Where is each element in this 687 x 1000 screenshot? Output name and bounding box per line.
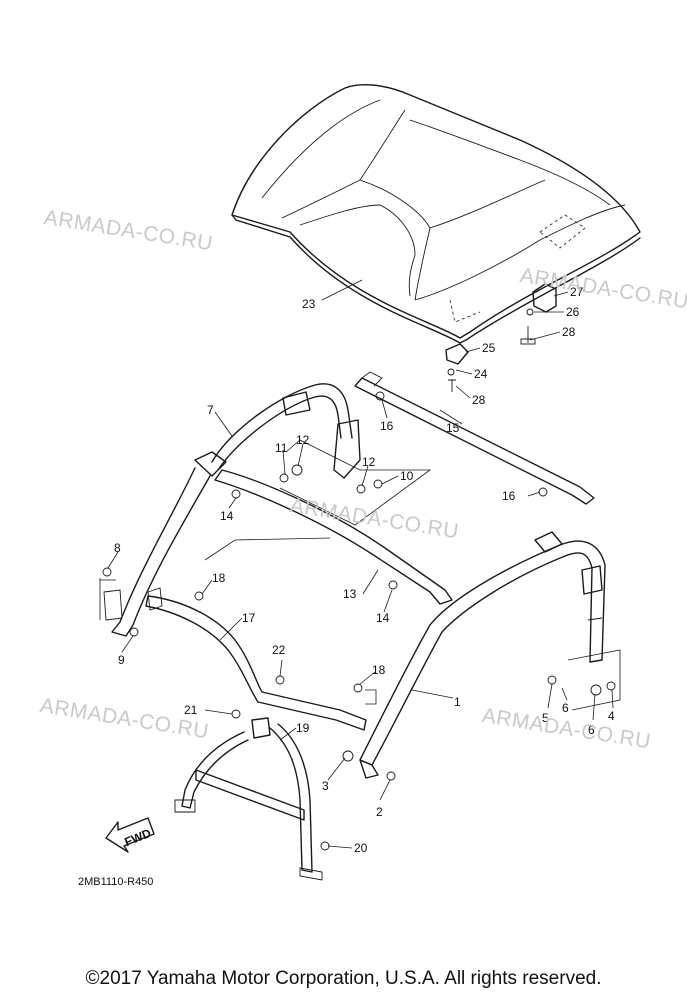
callout-label: 14 — [220, 509, 234, 523]
mid-cross-bar — [214, 469, 453, 605]
leader-lines — [107, 279, 614, 849]
callout-label: 14 — [376, 611, 390, 625]
callout-label: 18 — [372, 663, 386, 677]
callout-label: 10 — [400, 469, 414, 483]
callout-label: 19 — [296, 721, 310, 735]
copyright-notice: ©2017 Yamaha Motor Corporation, U.S.A. A… — [85, 968, 602, 989]
callout-label: 5 — [542, 711, 549, 725]
callout-label: 24 — [474, 367, 488, 381]
callout-label: 1 — [454, 695, 461, 709]
lower-frame — [174, 717, 323, 881]
callout-label: 17 — [242, 611, 256, 625]
diagram-code: 2MB1110-R450 — [78, 876, 154, 888]
left-upper-bar — [211, 383, 361, 479]
callout-label: 8 — [114, 541, 121, 555]
callout-label: 7 — [207, 403, 214, 417]
callout-label: 20 — [354, 841, 368, 855]
callout-label: 18 — [212, 571, 226, 585]
callout-label: 28 — [562, 325, 576, 339]
callout-label: 13 — [343, 587, 357, 601]
lower-front-bar — [145, 587, 367, 731]
rear-cross-bar — [354, 371, 595, 505]
roof-bracket — [520, 283, 557, 345]
callout-label: 22 — [272, 643, 286, 657]
front-hoop — [359, 531, 606, 779]
reference-lines — [99, 439, 621, 711]
callout-label: 16 — [502, 489, 516, 503]
callout-label: 6 — [562, 701, 569, 715]
callout-label: 11 — [275, 441, 288, 455]
callout-label: 3 — [322, 779, 329, 793]
fwd-arrow-icon: FWD — [105, 817, 155, 853]
callout-label: 12 — [296, 433, 310, 447]
roof-panel — [231, 84, 641, 344]
callout-label: 15 — [446, 421, 460, 435]
roof-clip — [445, 343, 469, 392]
left-pillar — [103, 451, 227, 637]
fwd-label: FWD — [122, 826, 153, 849]
callout-label: 2 — [376, 805, 383, 819]
callout-label: 21 — [184, 703, 198, 717]
callout-label: 23 — [302, 297, 316, 311]
callout-label: 27 — [570, 285, 584, 299]
callout-label: 26 — [566, 305, 580, 319]
callout-label: 12 — [362, 455, 376, 469]
callout-label: 9 — [118, 653, 125, 667]
callout-label: 4 — [608, 709, 615, 723]
callout-label: 16 — [380, 419, 394, 433]
callout-label: 28 — [472, 393, 486, 407]
callout-numbers: 1 2 3 4 5 6 6 7 8 9 10 11 12 12 13 14 14… — [114, 285, 615, 855]
callout-label: 25 — [482, 341, 496, 355]
callout-label: 6 — [588, 723, 595, 737]
